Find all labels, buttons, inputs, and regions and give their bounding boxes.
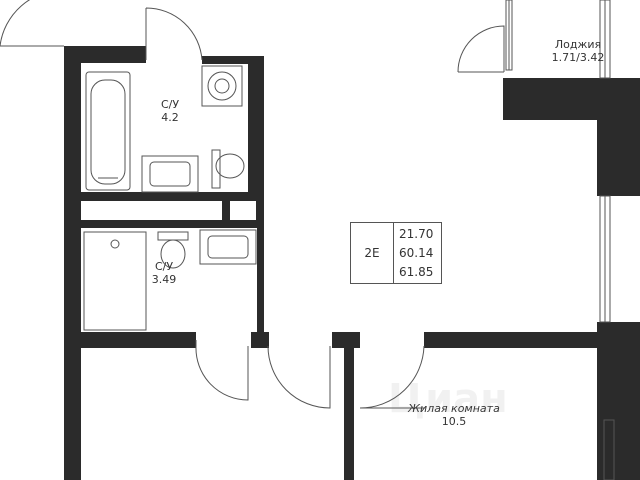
washing-machine bbox=[201, 65, 243, 107]
wall-bath2-bottom bbox=[64, 332, 196, 348]
toilet-1-tank bbox=[211, 149, 221, 189]
bathtub-1-inner bbox=[90, 79, 126, 185]
shower-drain bbox=[110, 239, 120, 249]
door-loggia bbox=[457, 25, 505, 73]
apartment-info-box: 2E 21.70 60.14 61.85 bbox=[350, 222, 442, 284]
room-area-bath1: 4.2 bbox=[161, 111, 179, 124]
shower-tray bbox=[83, 231, 147, 331]
wall-right-lower bbox=[597, 322, 640, 480]
sink-1 bbox=[141, 155, 199, 193]
wall-living-left bbox=[344, 332, 354, 480]
wall-door-stub bbox=[251, 332, 269, 348]
room-name-loggia: Лоджия bbox=[554, 38, 602, 51]
doors bbox=[0, 0, 505, 409]
apartment-area-total: 60.14 bbox=[399, 246, 434, 260]
window-right-lower bbox=[603, 419, 615, 480]
wall-divider-horizontal bbox=[64, 192, 264, 201]
room-name-bath1: С/У bbox=[160, 98, 180, 111]
room-name-bath2: С/У bbox=[154, 260, 174, 273]
windows bbox=[505, 0, 615, 480]
door-bath1 bbox=[145, 7, 203, 61]
wall-bath2-right bbox=[257, 228, 264, 346]
wall-shaft-left bbox=[222, 192, 230, 228]
wall-left-outer bbox=[64, 46, 81, 480]
wall-bath1-top-right bbox=[202, 56, 264, 64]
watermark: Циан bbox=[388, 376, 508, 422]
wall-shaft-right bbox=[256, 192, 264, 228]
door-bath2 bbox=[195, 340, 249, 401]
wall-right-upper bbox=[597, 78, 640, 196]
apartment-code: 2E bbox=[351, 223, 394, 283]
room-label-loggia: Лоджия 1.71/3.42 bbox=[546, 38, 610, 64]
room-label-bath2: С/У 3.49 bbox=[144, 260, 184, 286]
walls bbox=[64, 46, 640, 480]
wall-living-top bbox=[424, 332, 602, 348]
sink-1-basin bbox=[149, 161, 191, 187]
wall-bath1-right bbox=[248, 56, 264, 198]
room-label-bath1: С/У 4.2 bbox=[150, 98, 190, 124]
toilet-2-bowl bbox=[160, 239, 186, 269]
wall-divider-horizontal-2 bbox=[64, 220, 264, 228]
sink-2 bbox=[199, 229, 257, 265]
room-area-bath2: 3.49 bbox=[151, 273, 177, 286]
door-corridor bbox=[267, 345, 331, 409]
door-living bbox=[359, 345, 425, 409]
wall-bath1-top bbox=[64, 46, 146, 63]
door-entrance bbox=[0, 0, 64, 47]
room-label-living: Жилая комната 10.5 bbox=[404, 402, 504, 428]
room-name-living: Жилая комната bbox=[408, 402, 500, 415]
apartment-area-living: 21.70 bbox=[399, 227, 434, 241]
sink-2-basin bbox=[207, 235, 249, 259]
toilet-1-bowl bbox=[215, 153, 245, 179]
toilet-2-tank bbox=[157, 231, 189, 241]
wall-loggia-bottom bbox=[520, 90, 602, 120]
room-area-loggia: 1.71/3.42 bbox=[551, 51, 605, 64]
bathtub-1 bbox=[85, 71, 131, 191]
apartment-area-with-loggia: 61.85 bbox=[399, 265, 434, 279]
fixtures bbox=[83, 65, 257, 331]
washing-machine-drum bbox=[207, 71, 237, 101]
room-area-living: 10.5 bbox=[441, 415, 467, 428]
